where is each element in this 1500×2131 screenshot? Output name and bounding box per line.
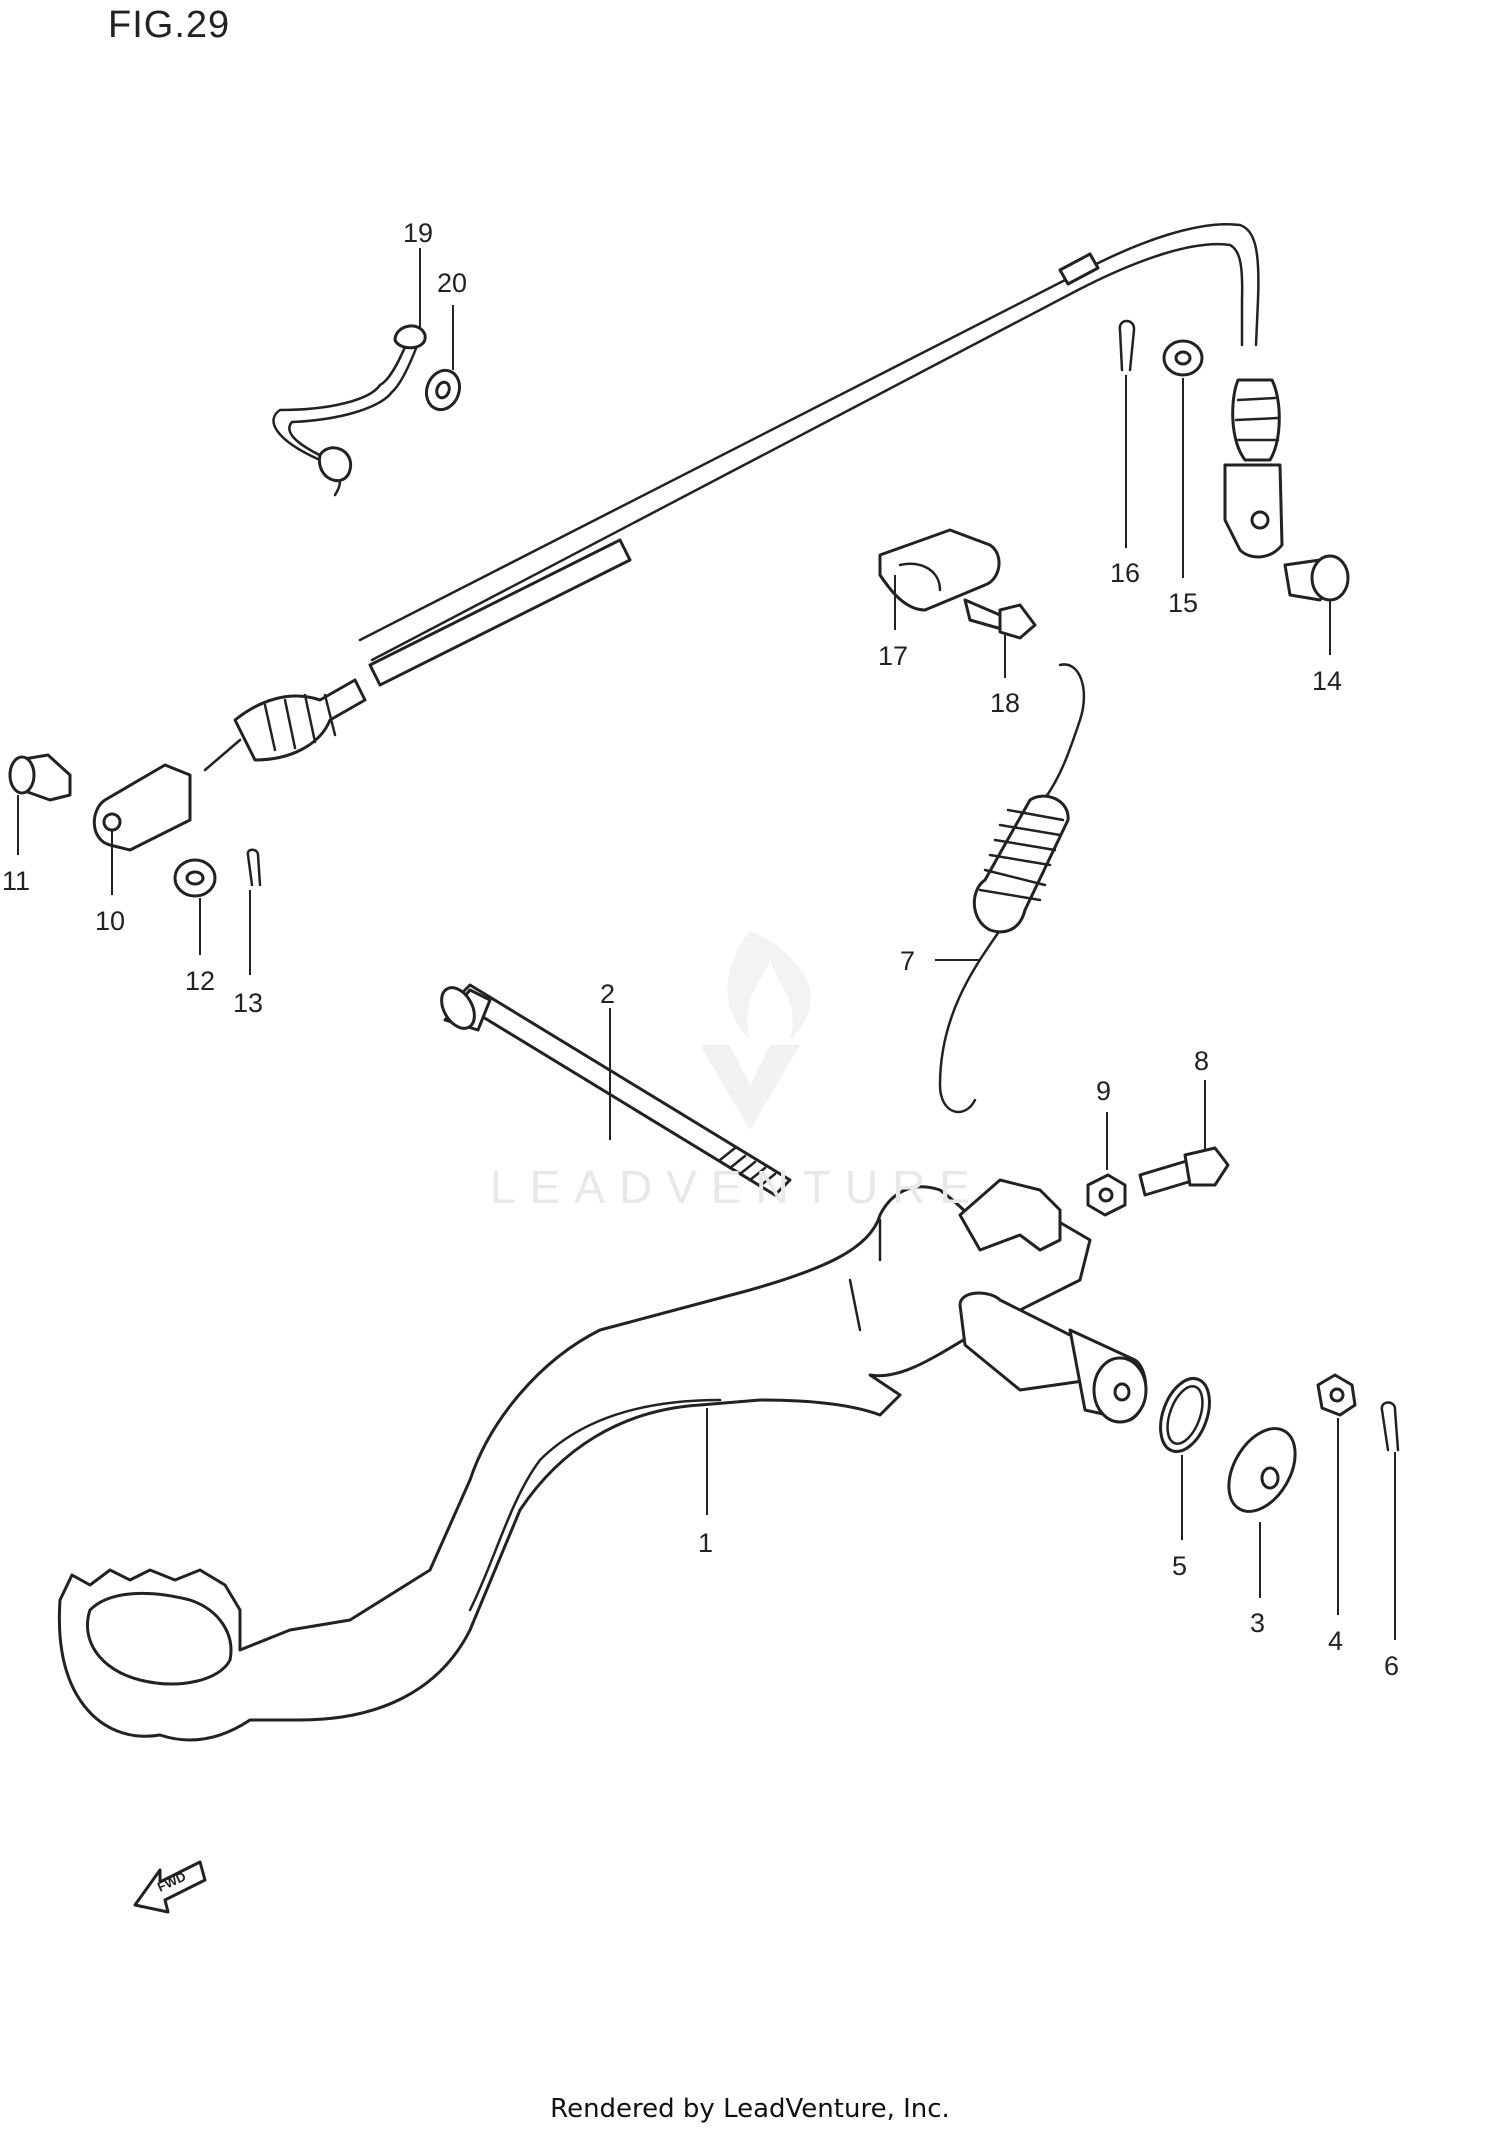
part-14-pin (1283, 554, 1350, 602)
callout-18: 18 (990, 688, 1020, 718)
footer-credit: Rendered by LeadVenture, Inc. (550, 2094, 950, 2124)
callout-3: 3 (1250, 1608, 1265, 1638)
callout-19: 19 (403, 218, 433, 248)
callout-16: 16 (1110, 558, 1140, 588)
clevis-left (92, 763, 192, 852)
part-17-cable-guide (878, 528, 1001, 612)
callout-6: 6 (1384, 1651, 1399, 1681)
part-2-pivot-bolt (440, 983, 792, 1197)
callout-12: 12 (185, 966, 215, 996)
clevis-right (1223, 463, 1284, 559)
part-1-brake-pedal (57, 1178, 1148, 1742)
callout-17: 17 (878, 641, 908, 671)
watermark-logo-icon (700, 930, 811, 1130)
callout-5: 5 (1172, 1551, 1187, 1581)
part-6-cotter-pin (1380, 1401, 1400, 1452)
callout-11: 11 (2, 866, 30, 896)
callout-10: 10 (95, 906, 125, 936)
callout-2: 2 (600, 979, 615, 1009)
part-16-cotter-pin (1118, 319, 1136, 372)
part-3-washer (1227, 1427, 1297, 1513)
callout-numbers: 1 2 3 4 5 6 7 8 9 10 11 12 13 14 15 16 1… (2, 218, 1399, 1681)
leader-lines (17, 248, 1396, 1640)
part-9-nut (1086, 1173, 1127, 1217)
part-4-nut (1316, 1373, 1357, 1417)
part-19-rod (272, 324, 427, 497)
part-15-washer (1162, 339, 1204, 377)
part-20-washer (424, 368, 462, 412)
watermark-text: LEADVENTURE (490, 1161, 984, 1213)
callout-20: 20 (437, 268, 467, 298)
part-18-bolt (963, 598, 1037, 640)
callout-13: 13 (233, 988, 263, 1018)
part-12-washer (173, 858, 217, 898)
callout-15: 15 (1168, 588, 1198, 618)
part-13-cotter-pin (246, 848, 262, 887)
callout-4: 4 (1328, 1626, 1343, 1656)
part-7-spring (938, 663, 1086, 1114)
callout-7: 7 (900, 946, 915, 976)
brake-cable (92, 223, 1284, 852)
figure-title: FIG.29 (108, 4, 231, 46)
callout-8: 8 (1194, 1046, 1209, 1076)
callout-9: 9 (1096, 1076, 1111, 1106)
callout-1: 1 (698, 1528, 713, 1558)
callout-14: 14 (1312, 666, 1342, 696)
part-8-bolt (1138, 1146, 1230, 1197)
part-5-o-ring (1159, 1377, 1211, 1453)
part-11-pin (8, 753, 72, 802)
fwd-arrow-icon: FWD (133, 1860, 207, 1914)
